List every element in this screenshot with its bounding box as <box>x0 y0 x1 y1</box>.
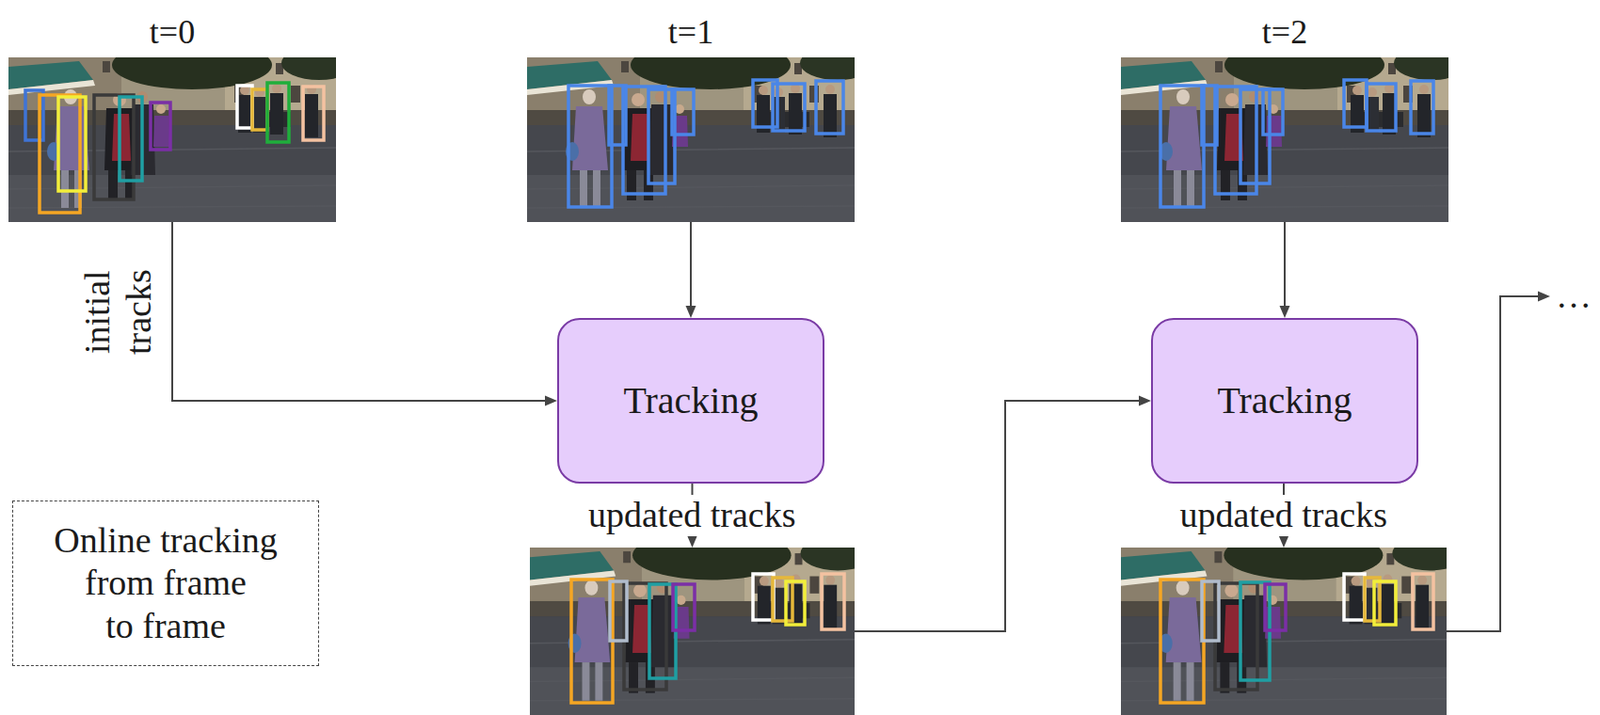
connector-arrow <box>854 396 1152 633</box>
arrowhead <box>687 535 698 548</box>
video-frame <box>1120 547 1447 715</box>
process-box: Tracking <box>557 318 825 484</box>
continuation-text: … <box>1555 275 1592 318</box>
note-text: Online tracking from frame to frame <box>22 519 309 649</box>
connector-line <box>172 222 547 401</box>
arrowhead <box>1138 396 1152 407</box>
process-label: Tracking <box>624 379 759 423</box>
connector-line <box>854 400 1141 632</box>
video-frame <box>529 547 855 715</box>
connector-arrow <box>172 222 558 407</box>
video-frame: t=1 <box>527 57 855 223</box>
note-box: Online tracking from frame to frame <box>12 500 320 667</box>
time-step-label: t=0 <box>0 13 374 52</box>
process-label: Tracking <box>1217 379 1353 423</box>
arrowhead <box>1280 305 1291 319</box>
time-step-label: t=2 <box>1083 13 1487 52</box>
edge-label: initial tracks <box>77 250 160 373</box>
process-box: Tracking <box>1151 318 1419 484</box>
connector-line <box>689 222 692 308</box>
edge-label: updated tracks <box>1172 495 1396 537</box>
continuation-mark: … <box>1550 272 1600 321</box>
arrowhead <box>544 396 558 407</box>
edge-label: updated tracks <box>580 495 804 537</box>
arrowhead <box>1279 535 1290 548</box>
connector-arrow <box>1446 291 1551 633</box>
connector-line <box>1446 296 1540 632</box>
video-frame: t=0 <box>8 57 336 223</box>
time-step-label: t=1 <box>489 13 893 52</box>
connector-line <box>1283 222 1286 308</box>
video-frame: t=2 <box>1120 57 1449 223</box>
arrowhead <box>1537 291 1551 303</box>
connector-arrow <box>1280 222 1291 319</box>
connector-arrow <box>686 222 697 319</box>
arrowhead <box>686 305 697 319</box>
